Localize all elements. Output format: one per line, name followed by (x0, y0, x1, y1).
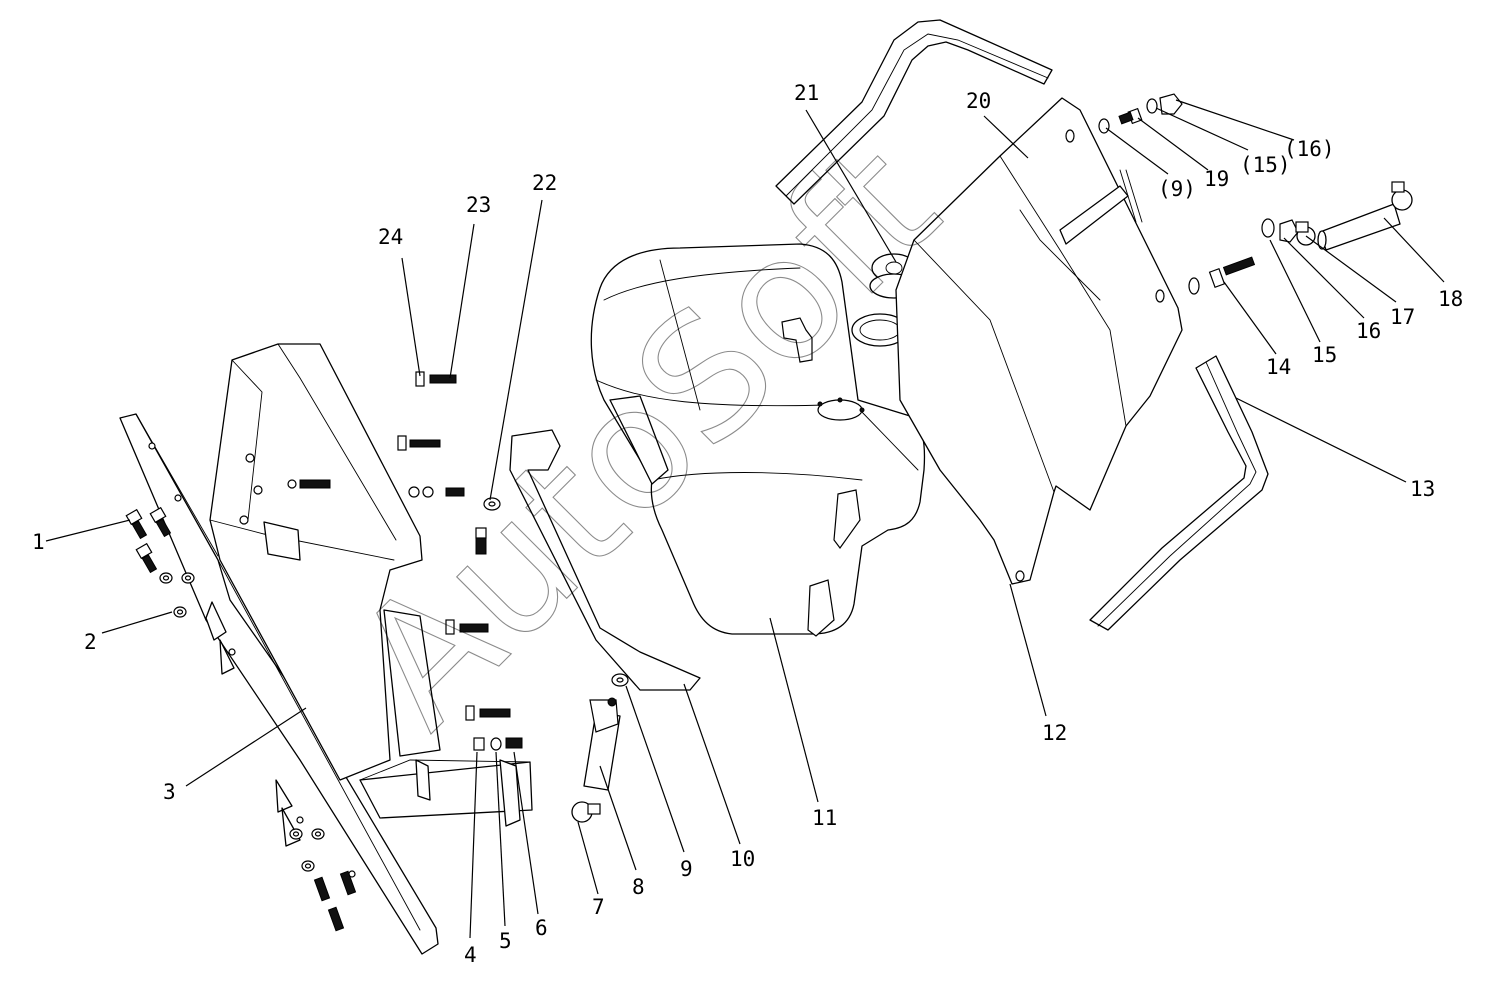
callout-13: 13 (1410, 477, 1435, 501)
callout-10: 10 (730, 847, 755, 871)
part-20-guard-plate (895, 97, 1183, 585)
callout-9-ref: (9) (1158, 177, 1196, 201)
clip-lower (465, 705, 511, 721)
part-5-washer (490, 737, 502, 751)
part-14-stud (1208, 256, 1256, 288)
part-7-clamp (571, 801, 601, 823)
part-4-nut (473, 737, 485, 751)
upper-strap (775, 19, 1053, 205)
callout-14: 14 (1266, 355, 1291, 379)
bolt-lower-b (339, 870, 357, 896)
part-22-bolt (475, 527, 487, 555)
callout-20: 20 (966, 89, 991, 113)
callout-24: 24 (378, 225, 403, 249)
callout-5: 5 (499, 929, 512, 953)
part-17-clamp (1295, 221, 1316, 246)
callout-16: 16 (1356, 319, 1381, 343)
part-24-clip (415, 371, 425, 387)
callout-labels: 1 2 3 4 5 6 7 8 9 10 11 12 13 14 15 16 1… (32, 81, 1463, 967)
part-18-hose (1317, 203, 1401, 251)
callout-19: 19 (1204, 167, 1229, 191)
bolt-cradle-1 (287, 479, 331, 489)
bolt-cradle-2 (397, 435, 441, 451)
part-19-bolt (1118, 107, 1143, 125)
fastener-hardware (125, 93, 1413, 932)
callout-15: 15 (1312, 343, 1337, 367)
callout-21: 21 (794, 81, 819, 105)
callout-11: 11 (812, 806, 837, 830)
part-6-bolt (505, 737, 523, 749)
callout-23: 23 (466, 193, 491, 217)
part-3-mounting-bracket (119, 413, 439, 955)
callout-18: 18 (1438, 287, 1463, 311)
bolt-1a (125, 508, 148, 540)
part-16-nut-upper (1159, 93, 1183, 115)
part-11-fuel-tank (590, 243, 926, 637)
callout-7: 7 (592, 895, 605, 919)
bolt-1b (149, 506, 172, 538)
part-13-lower-strap (1089, 355, 1269, 631)
part-16-nut (1279, 219, 1299, 243)
part-10-pad (509, 429, 701, 691)
leader-lines (45, 99, 1445, 939)
callout-4: 4 (464, 943, 477, 967)
callout-6: 6 (535, 916, 548, 940)
fitting-8 (589, 697, 619, 733)
callout-9: 9 (680, 857, 693, 881)
callout-1: 1 (32, 530, 45, 554)
callout-3: 3 (163, 780, 176, 804)
tank-cradle (209, 343, 533, 827)
clip-mid (445, 619, 489, 635)
callout-15-ref: (15) (1240, 153, 1291, 177)
callout-8: 8 (632, 875, 645, 899)
callout-12: 12 (1042, 721, 1067, 745)
callout-2: 2 (84, 630, 97, 654)
callout-16-ref: (16) (1284, 137, 1335, 161)
bolt-cradle-3 (408, 486, 465, 498)
callout-17: 17 (1390, 305, 1415, 329)
bolt-lower-a (313, 876, 331, 902)
part-23-bolt (429, 374, 457, 384)
bolt-1c (135, 542, 158, 574)
callout-22: 22 (532, 171, 557, 195)
part-18-clamp (1391, 181, 1413, 211)
bolt-lower-c (327, 906, 345, 932)
